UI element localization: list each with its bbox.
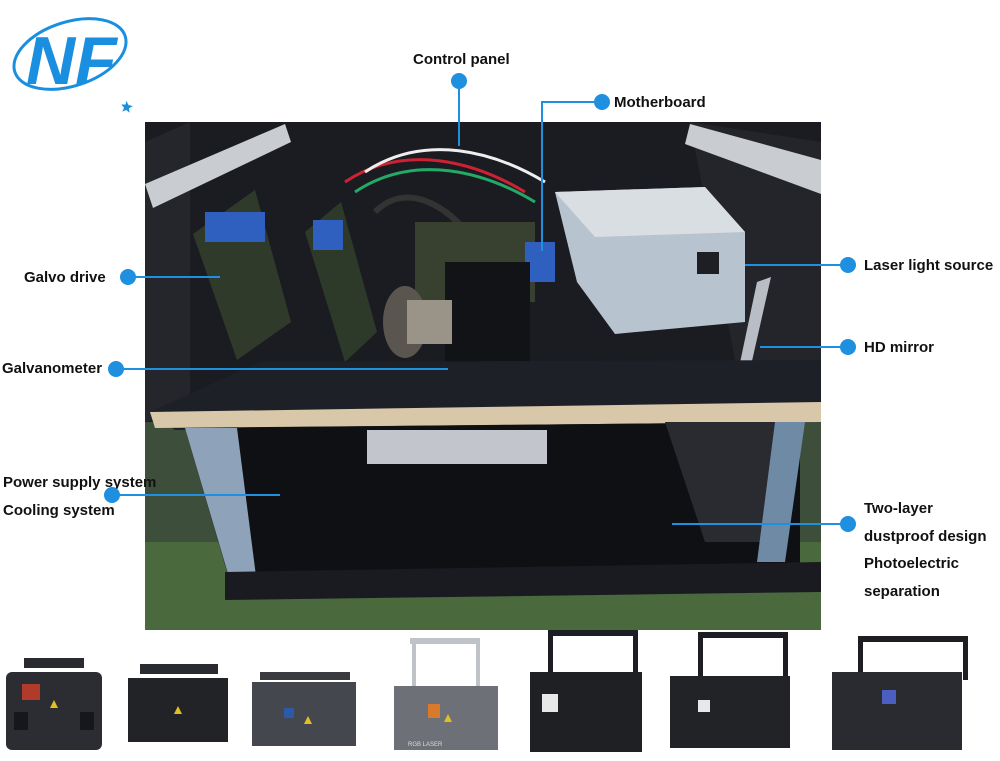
two-layer-label-line3: Photoelectric	[864, 555, 960, 572]
galvo-drive-label: Galvo drive	[24, 269, 106, 286]
two-layer-marker	[840, 516, 856, 532]
power-supply-leader	[114, 494, 280, 496]
product-thumbnail-1	[4, 628, 104, 756]
motherboard-marker	[594, 94, 610, 110]
product-thumbnail-3	[250, 628, 360, 756]
two-layer-label-line4: separation	[864, 583, 940, 600]
two-layer-label-line2: dustproof design	[864, 528, 987, 545]
logo-text: NF	[26, 23, 118, 99]
laser-light-source-leader	[745, 264, 842, 266]
galvanometer-label: Galvanometer	[2, 360, 103, 377]
two-layer-label-line1: Two-layer	[864, 500, 933, 517]
galvo-drive-leader	[130, 276, 220, 278]
hd-mirror-label: HD mirror	[864, 339, 935, 356]
product-thumbnail-4: RGB LASER	[392, 628, 500, 756]
galvo-drive-marker	[120, 269, 136, 285]
product-thumbnail-7	[830, 628, 970, 756]
product-thumbnail-2	[126, 628, 230, 756]
motherboard-label: Motherboard	[614, 94, 706, 111]
product-thumbnail-6	[668, 628, 792, 756]
motherboard-leader-h	[541, 101, 597, 103]
laser-projector-interior-photo	[145, 122, 821, 630]
power-supply-label: Power supply system	[3, 474, 157, 491]
control-panel-label: Control panel	[413, 51, 510, 68]
galvanometer-marker	[108, 361, 124, 377]
control-panel-marker	[451, 73, 467, 89]
control-panel-leader	[458, 86, 460, 146]
hd-mirror-marker	[840, 339, 856, 355]
galvanometer-leader	[118, 368, 448, 370]
rgb-laser-badge: RGB LASER	[408, 742, 443, 748]
two-layer-leader	[672, 523, 842, 525]
laser-light-source-label: Laser light source	[864, 257, 994, 274]
laser-light-source-marker	[840, 257, 856, 273]
motherboard-leader-v	[541, 101, 543, 251]
brand-logo: NF	[8, 6, 148, 116]
product-thumbnail-5	[528, 628, 644, 756]
hd-mirror-leader	[760, 346, 842, 348]
cooling-system-label: Cooling system	[3, 502, 115, 519]
power-supply-marker	[104, 487, 120, 503]
